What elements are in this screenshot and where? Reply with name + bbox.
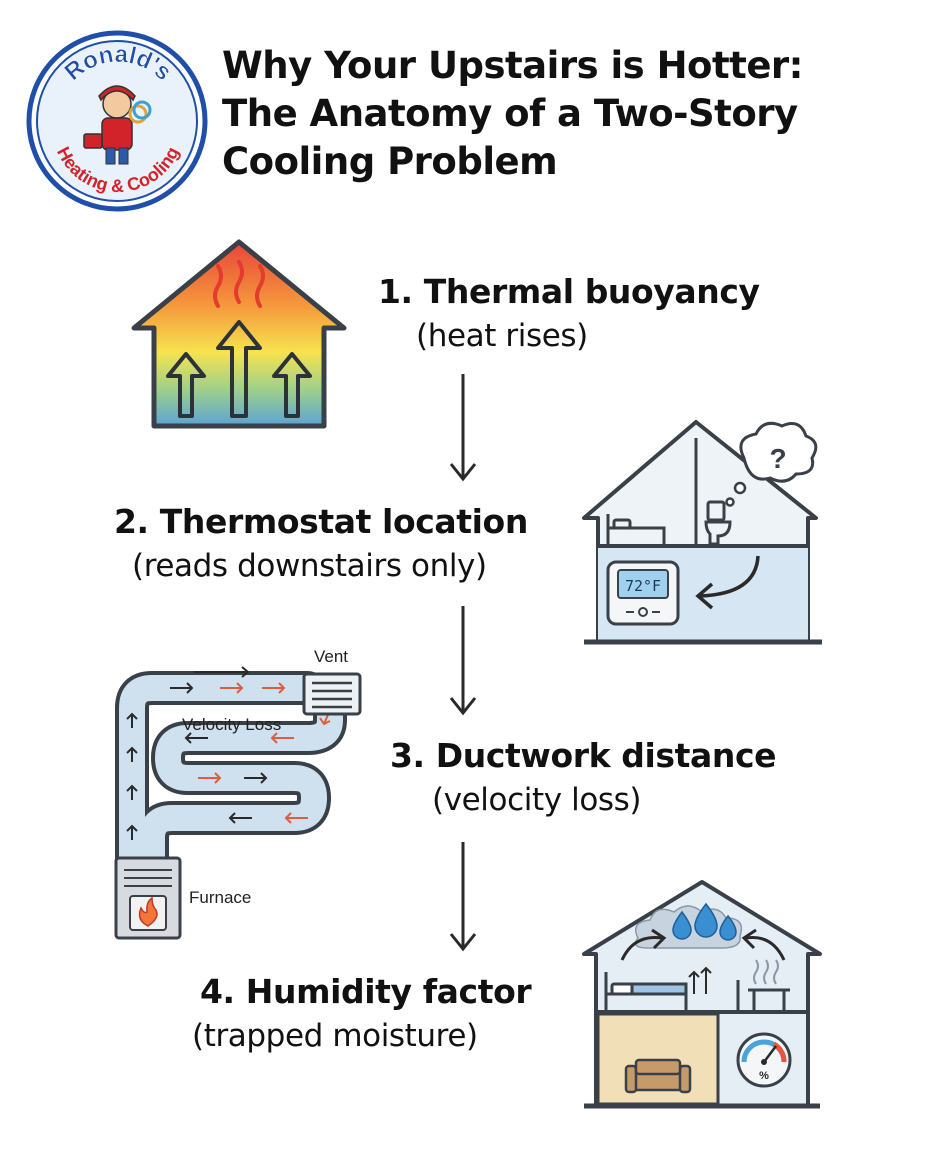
water-drop-icon [672,902,737,941]
step-4-title: 4. Humidity factor [200,972,532,1011]
vent-icon [302,672,362,716]
step-4: 4. Humidity factor (trapped moisture) [192,970,532,1058]
thermostat-house-icon: ? 72°F [582,420,822,645]
title-line-2: The Anatomy of a Two-Story [222,92,798,135]
flow-arrow-2 [449,606,477,716]
step-2-title: 2. Thermostat location [114,502,528,541]
flow-arrow-3 [449,842,477,952]
furnace-label: Furnace [189,888,252,907]
velocity-loss-label: Velocity Loss [182,715,282,734]
thermostat-device: 72°F [606,560,680,626]
step-1: 1. Thermal buoyancy (heat rises) [378,270,760,358]
question-mark: ? [769,443,786,474]
step-3-title: 3. Ductwork distance [390,736,777,775]
humidity-house-icon: % [582,880,822,1109]
furnace-icon [114,856,182,940]
step-2: 2. Thermostat location (reads downstairs… [114,500,528,588]
vent-label: Vent [314,647,349,666]
company-logo: Ronald's Heating & Cooling [26,30,208,212]
heat-rising-house-icon [131,239,347,429]
technician-mascot-icon [83,85,152,165]
step-1-subtitle: (heat rises) [416,318,588,354]
title-line-1: Why Your Upstairs is Hotter: [222,44,803,87]
flow-arrow-1 [449,374,477,482]
title-line-3: Cooling Problem [222,140,558,183]
step-4-subtitle: (trapped moisture) [192,1018,478,1054]
gauge-unit: % [759,1070,769,1082]
step-3: 3. Ductwork distance (velocity loss) [390,734,777,822]
step-2-subtitle: (reads downstairs only) [132,548,487,584]
step-3-subtitle: (velocity loss) [432,782,642,818]
page-title: Why Your Upstairs is Hotter: The Anatomy… [222,42,902,186]
couch-icon [624,1058,692,1094]
question-cloud-icon: ? [725,421,818,507]
humidity-gauge-icon: % [736,1032,792,1088]
ductwork-icon [114,666,362,940]
step-1-title: 1. Thermal buoyancy [378,272,760,311]
thermostat-reading: 72°F [625,577,661,595]
